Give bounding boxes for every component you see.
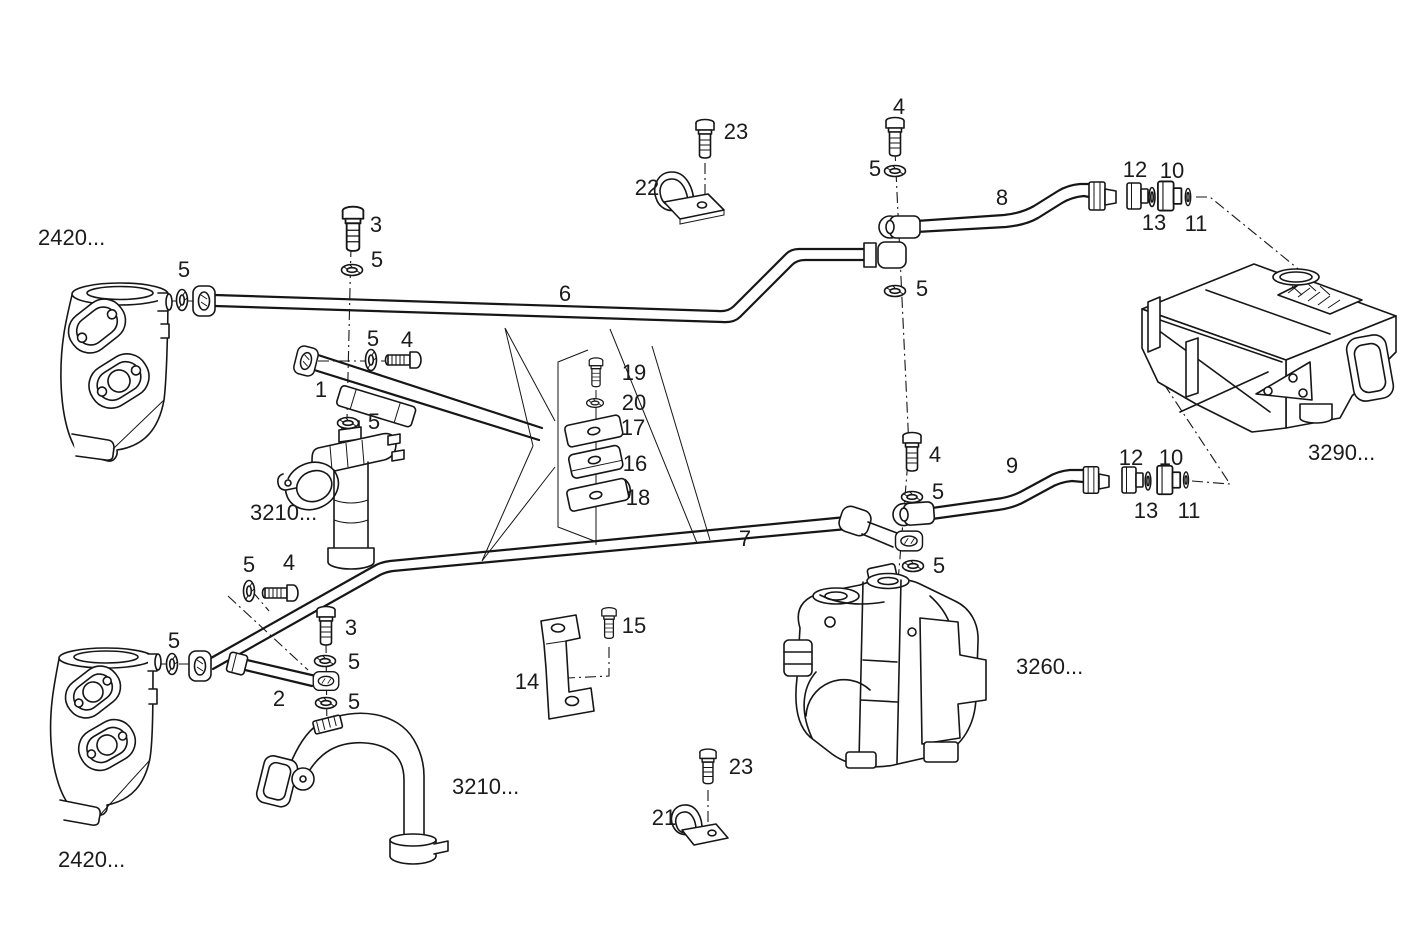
callout-label: 5 — [932, 553, 946, 578]
callout-label: 5 — [915, 276, 929, 301]
callout-label: 13 — [1141, 210, 1167, 235]
callout-label: 17 — [620, 415, 646, 440]
cooler-3290 — [1141, 263, 1397, 433]
callout-label: 22 — [634, 175, 660, 200]
housing-2420-bottom — [49, 647, 162, 826]
callout-label: 2 — [272, 686, 286, 711]
part-group-label-3210-mid: 3210... — [250, 500, 318, 525]
pump-3260 — [783, 563, 987, 769]
callout-label: 23 — [723, 119, 749, 144]
callout-label: 4 — [400, 327, 414, 352]
callout-label: 5 — [177, 257, 191, 282]
callout-label: 10 — [1159, 158, 1185, 183]
callout-label: 12 — [1118, 445, 1144, 470]
callout-label: 8 — [995, 185, 1009, 210]
callout-label: 11 — [1184, 211, 1208, 236]
callout-label: 5 — [242, 552, 256, 577]
callout-label: 4 — [282, 550, 296, 575]
callout-label: 3 — [344, 615, 358, 640]
callout-label: 4 — [928, 442, 942, 467]
pipe-assembly-3210-mid — [277, 420, 405, 570]
callout-label: 6 — [558, 281, 572, 306]
callout-label: 19 — [621, 360, 647, 385]
part-group-label-2420-top: 2420... — [38, 225, 106, 250]
part-group-label-3260: 3260... — [1016, 654, 1084, 679]
part-group-label-3290: 3290... — [1308, 440, 1376, 465]
callout-label: 5 — [167, 628, 181, 653]
pipe-8 — [878, 180, 1192, 239]
callout-label: 9 — [1005, 453, 1019, 478]
callout-label: 14 — [514, 669, 540, 694]
pipe-2 — [225, 651, 340, 692]
elbow-pipe-3210-bottom — [255, 712, 449, 865]
callout-label: 3 — [369, 212, 383, 237]
callout-label: 18 — [625, 485, 651, 510]
pipe-9 — [891, 464, 1190, 528]
callout-label: 10 — [1158, 445, 1184, 470]
part-group-label-2420-bottom: 2420... — [58, 847, 126, 872]
callout-label: 5 — [931, 479, 945, 504]
callout-label: 23 — [728, 754, 754, 779]
bracket-14 — [540, 606, 617, 720]
part-group-label-3210-bottom: 3210... — [452, 774, 520, 799]
callout-label: 12 — [1122, 157, 1148, 182]
pipe-6 — [192, 241, 907, 324]
clamp-stack — [564, 357, 632, 512]
callout-label: 5 — [370, 247, 384, 272]
callout-label: 11 — [1177, 498, 1201, 523]
callout-label: 5 — [347, 649, 361, 674]
callout-label: 15 — [621, 613, 647, 638]
callout-label: 7 — [738, 526, 752, 551]
callout-label: 21 — [651, 805, 677, 830]
callout-label: 5 — [868, 156, 882, 181]
callout-label: 5 — [367, 409, 381, 434]
clamp-21 — [670, 748, 729, 846]
pipe-1 — [291, 343, 544, 442]
callout-label: 4 — [892, 94, 906, 119]
callout-label: 16 — [622, 451, 648, 476]
callout-label: 13 — [1133, 498, 1159, 523]
pipe-7 — [188, 505, 924, 682]
clamp-22 — [654, 118, 725, 225]
callout-label: 20 — [621, 390, 647, 415]
callout-label: 5 — [366, 326, 380, 351]
callout-label: 5 — [347, 689, 361, 714]
callout-label: 1 — [314, 377, 328, 402]
housing-2420-top — [60, 282, 173, 462]
